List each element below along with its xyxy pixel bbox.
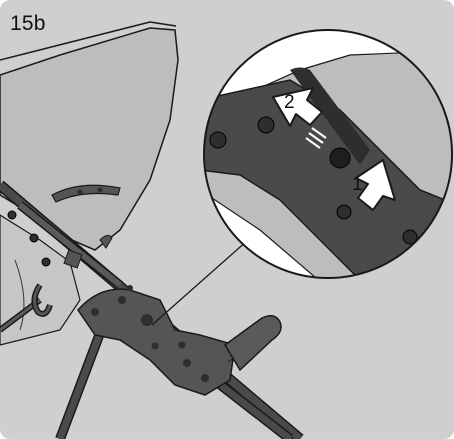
- callout-number-2: 2: [284, 92, 295, 113]
- leader-line: [152, 240, 248, 325]
- callout-number-1: 1: [352, 174, 363, 195]
- fold-handle: [225, 316, 281, 370]
- zoom-detail: [200, 30, 454, 300]
